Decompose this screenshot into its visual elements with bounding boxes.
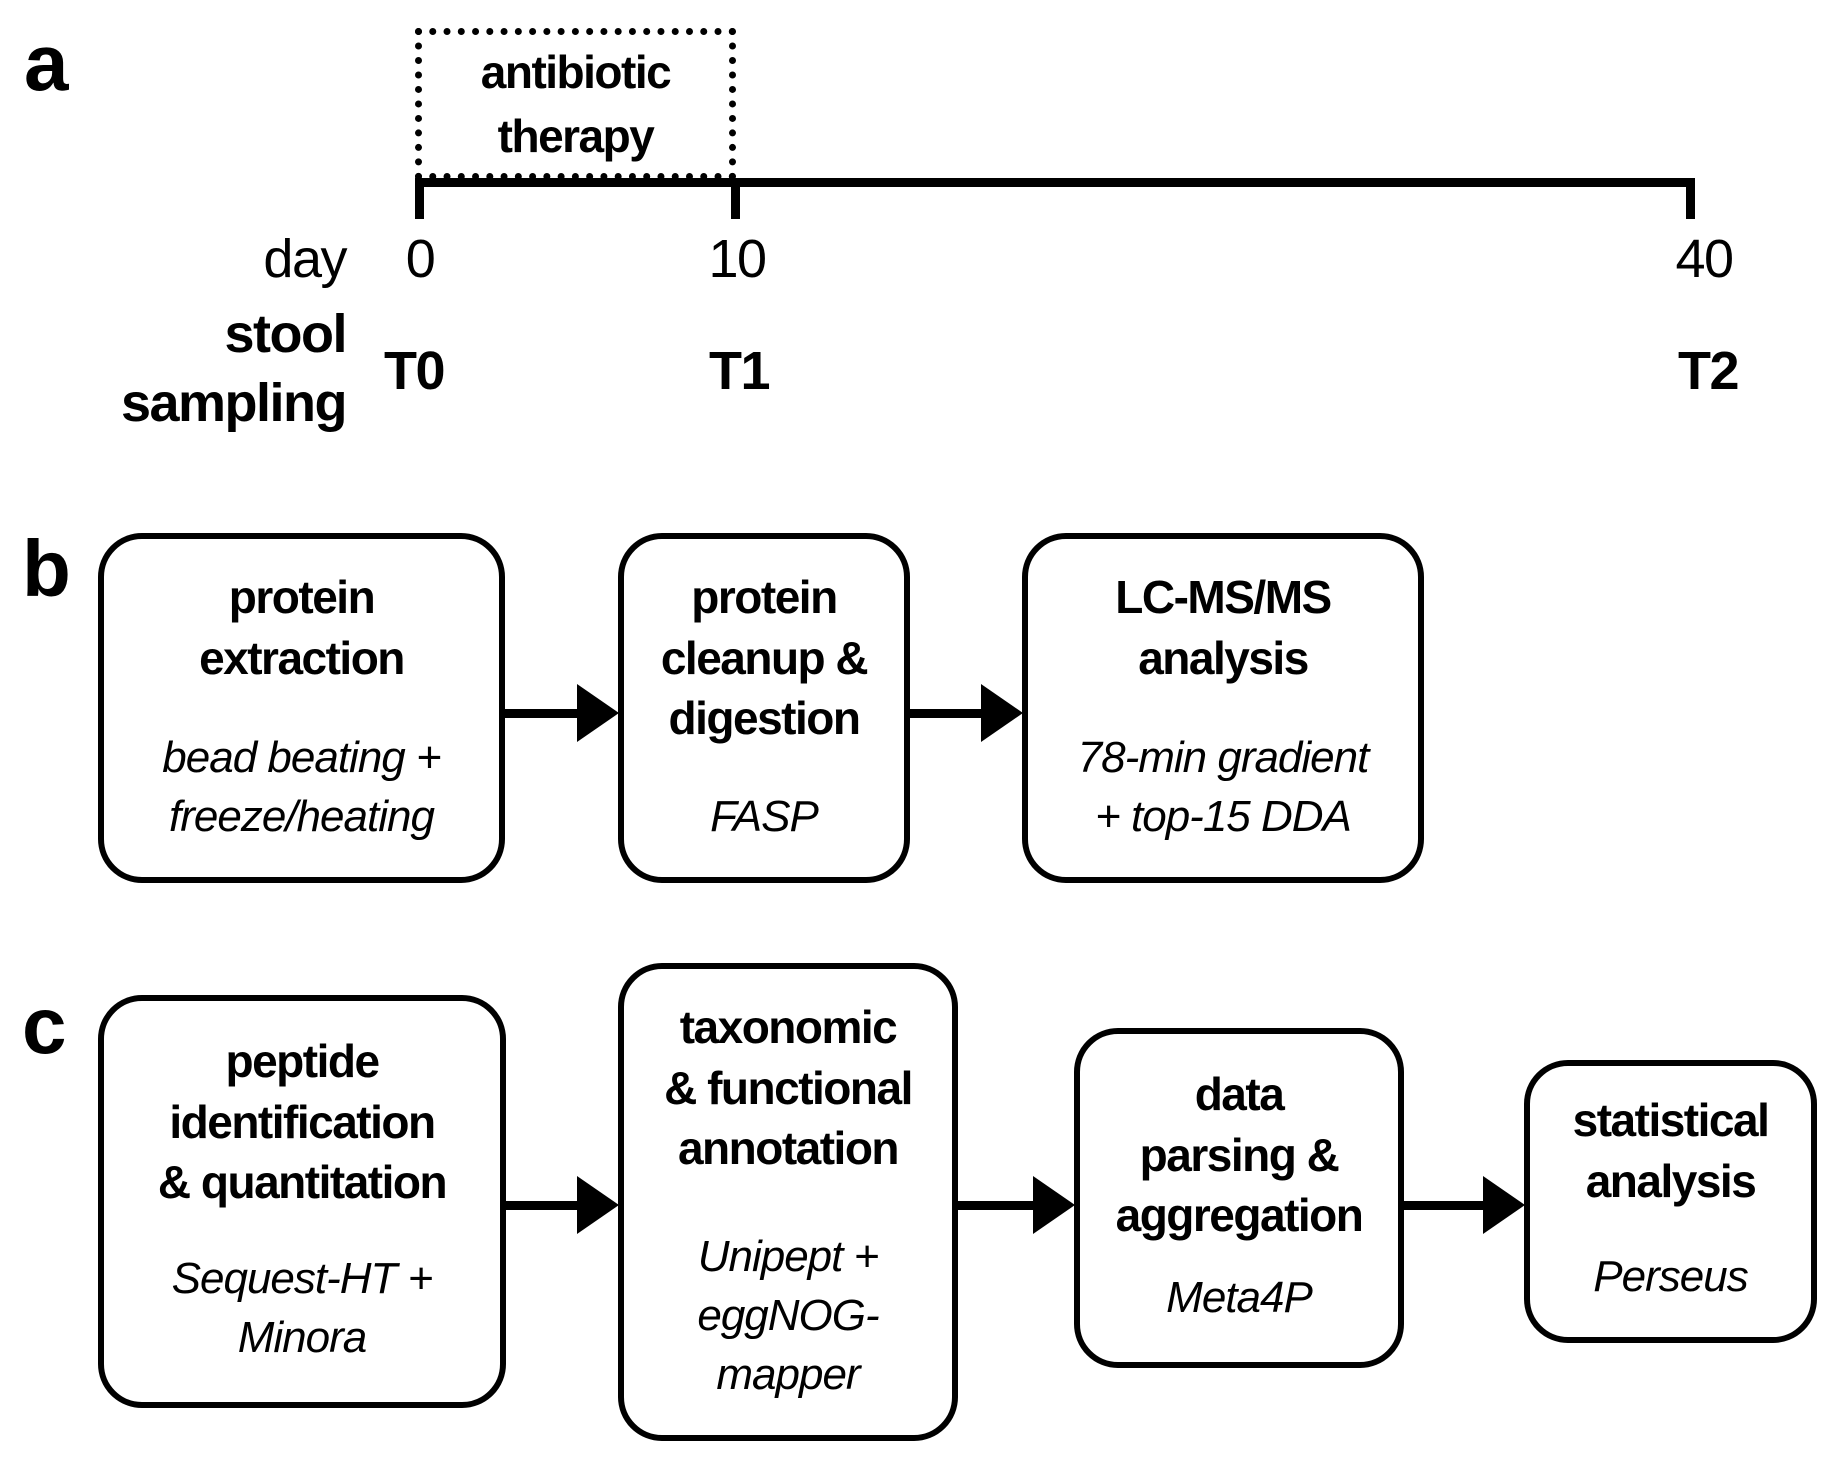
arrow-shaft	[1404, 1201, 1487, 1210]
antibiotic-therapy-label: antibiotic therapy	[480, 45, 672, 162]
arrow-extraction-to-cleanup	[505, 684, 619, 742]
panel-a-label: a	[24, 18, 68, 107]
step-method: 78-min gradient + top-15 DDA	[1077, 733, 1370, 842]
antibiotic-therapy-box: antibiotic therapy	[415, 28, 736, 180]
arrow-cleanup-to-lcmsms	[909, 684, 1023, 742]
arrowhead-icon	[577, 684, 619, 742]
step-box-protein-cleanup-digestion: protein cleanup & digestion FASP	[618, 533, 910, 883]
sample-label-t2: T2	[1677, 341, 1740, 401]
step-title: LC-MS/MS analysis	[1115, 571, 1332, 684]
day-tick-label-40: 40	[1675, 229, 1734, 289]
step-method: Unipept + eggNOG- mapper	[697, 1232, 879, 1400]
timeline-tick-day-10	[731, 178, 740, 219]
step-title: taxonomic & functional annotation	[664, 1001, 913, 1175]
step-title: protein extraction	[199, 571, 405, 684]
arrow-annotation-to-parsing	[957, 1176, 1075, 1234]
day-tick-label-10: 10	[708, 229, 767, 289]
step-title: protein cleanup & digestion	[660, 571, 869, 745]
arrowhead-icon	[1033, 1176, 1075, 1234]
arrow-identification-to-annotation	[506, 1176, 619, 1234]
timeline-tick-day-40	[1686, 178, 1695, 219]
sample-label-t1: T1	[708, 341, 771, 401]
arrowhead-icon	[1483, 1176, 1525, 1234]
step-method: bead beating + freeze/heating	[162, 733, 441, 842]
arrow-shaft	[505, 709, 581, 718]
step-box-statistical-analysis: statistical analysis Perseus	[1524, 1060, 1817, 1343]
arrow-parsing-to-statistics	[1404, 1176, 1525, 1234]
step-method: Perseus	[1593, 1252, 1748, 1302]
step-box-protein-extraction: protein extraction bead beating + freeze…	[98, 533, 505, 883]
timeline-tick-day-0	[415, 178, 424, 219]
day-tick-label-0: 0	[405, 229, 436, 289]
step-box-taxonomic-functional-annotation: taxonomic & functional annotation Unipep…	[618, 963, 958, 1441]
step-box-data-parsing-aggregation: data parsing & aggregation Meta4P	[1074, 1028, 1404, 1368]
day-axis-caption: day	[263, 229, 347, 289]
arrow-shaft	[909, 709, 985, 718]
arrowhead-icon	[577, 1176, 619, 1234]
arrow-shaft	[506, 1201, 581, 1210]
stool-sampling-caption: stool sampling	[120, 304, 348, 434]
panel-b-label: b	[22, 524, 71, 613]
step-box-lcmsms-analysis: LC-MS/MS analysis 78-min gradient + top-…	[1022, 533, 1424, 883]
step-title: statistical analysis	[1572, 1094, 1770, 1207]
step-title: peptide identification & quantitation	[157, 1035, 448, 1209]
step-method: Sequest-HT + Minora	[171, 1254, 434, 1363]
panel-c-label: c	[22, 981, 66, 1070]
step-title: data parsing & aggregation	[1115, 1068, 1364, 1242]
step-method: FASP	[710, 792, 819, 842]
arrow-shaft	[957, 1201, 1037, 1210]
timeline-axis	[415, 178, 1695, 187]
step-method: Meta4P	[1166, 1273, 1313, 1323]
sample-label-t0: T0	[383, 341, 446, 401]
step-box-peptide-identification: peptide identification & quantitation Se…	[98, 995, 506, 1408]
arrowhead-icon	[981, 684, 1023, 742]
